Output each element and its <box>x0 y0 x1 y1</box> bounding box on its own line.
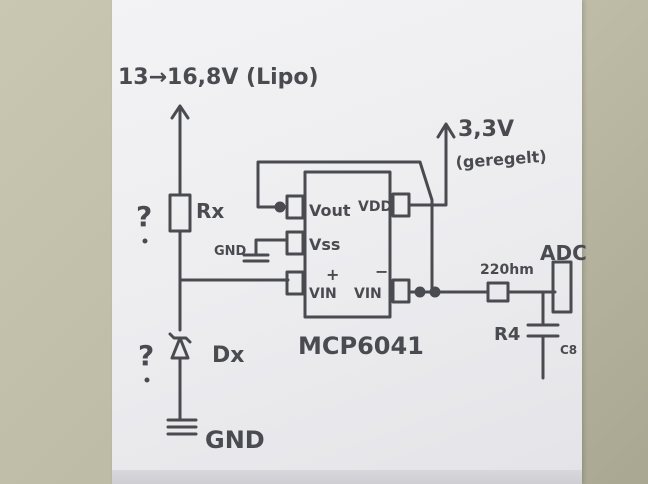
question-mark-upper: ? <box>136 200 152 233</box>
output-wire <box>407 286 490 298</box>
supply-wire <box>170 104 190 197</box>
pin-box-vin-plus <box>285 270 305 296</box>
pin-label-vin-minus-sign: − <box>375 262 388 281</box>
adc-label: ADC <box>540 241 587 265</box>
pin-box-vss <box>285 230 305 256</box>
regulated-voltage-label: 3,3V <box>458 117 514 142</box>
ground-symbol-vss <box>242 238 289 263</box>
question-mark-lower: ? <box>138 339 154 372</box>
pin-box-vdd <box>391 192 411 218</box>
adc-box <box>551 260 573 314</box>
pin-box-vout <box>285 194 305 220</box>
r4-label: R4 <box>494 324 520 345</box>
pin-label-vin-minus: VIN <box>354 286 382 302</box>
pin-label-vss: Vss <box>309 235 340 254</box>
zener-diode-dx <box>168 332 192 422</box>
pin-box-vin-minus <box>391 278 411 304</box>
supply-voltage-label: 13→16,8V (Lipo) <box>118 65 319 90</box>
paper-sheet <box>112 0 582 484</box>
resistor-value-label: 220hm <box>480 262 534 278</box>
capacitor-c8 <box>526 290 560 380</box>
resistor-rx <box>168 193 192 233</box>
question-dot-lower <box>144 377 150 383</box>
dx-label: Dx <box>212 343 244 368</box>
opamp-chip-body <box>303 170 392 319</box>
gnd-label-bottom: GND <box>205 426 265 454</box>
paper-bottom-edge <box>112 470 582 484</box>
capacitor-label: C8 <box>560 343 577 357</box>
pin-label-vdd: VDD <box>358 199 392 215</box>
regulated-note-label: (geregelt) <box>455 147 547 172</box>
vdd-wire <box>407 122 456 207</box>
ground-symbol-bottom <box>166 418 198 436</box>
pin-label-vout: Vout <box>309 201 351 220</box>
question-dot-upper <box>142 238 148 244</box>
pin-label-vin-plus-sign: + <box>326 265 339 284</box>
gnd-label-vss: GND <box>214 244 247 259</box>
rx-label: Rx <box>196 199 224 223</box>
pin-label-vin-plus: VIN <box>309 286 337 302</box>
resistor-r4 <box>486 281 510 303</box>
feedback-wire <box>256 160 434 294</box>
chip-name-label: MCP6041 <box>298 332 424 360</box>
